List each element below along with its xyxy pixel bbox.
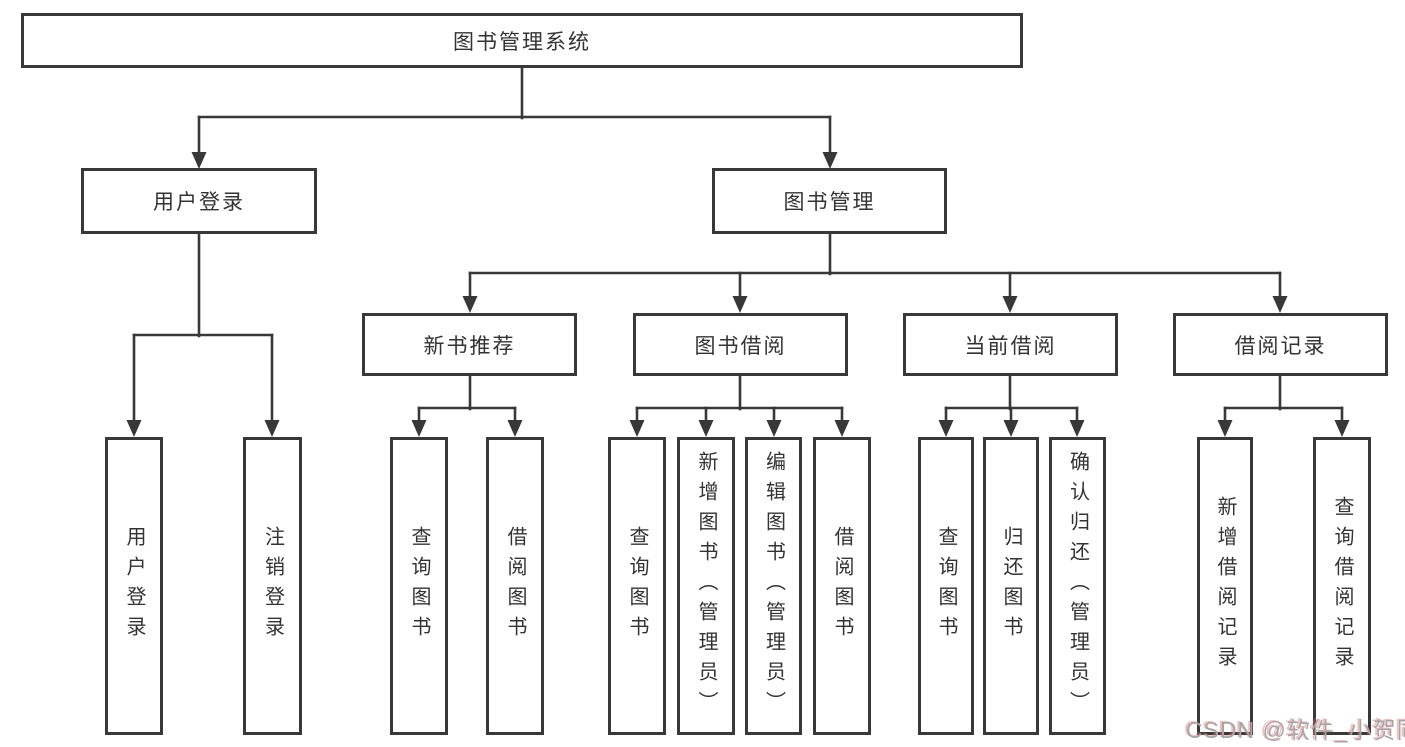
leaf-query-books: 查询图书 — [608, 437, 666, 735]
node-book-management: 图书管理 — [712, 168, 947, 234]
leaf-logout: 注销登录 — [243, 437, 302, 735]
leaf-return-book: 归还图书 — [983, 437, 1039, 735]
leaf-confirm-return-admin: 确认归还（管理员） — [1049, 437, 1106, 735]
leaf-query-books: 查询图书 — [390, 437, 448, 735]
node-user-login: 用户登录 — [81, 168, 317, 234]
csdn-watermark: CSDN @软件_小贺同学 — [1186, 717, 1405, 743]
leaf-edit-book-admin: 编辑图书（管理员） — [745, 437, 802, 735]
leaf-borrow-books: 借阅图书 — [813, 437, 871, 735]
leaf-add-borrow-record: 新增借阅记录 — [1197, 437, 1253, 735]
leaf-user-login: 用户登录 — [105, 437, 163, 735]
leaf-query-books: 查询图书 — [918, 437, 974, 735]
leaf-query-borrow-record: 查询借阅记录 — [1313, 437, 1371, 735]
leaf-add-book-admin: 新增图书（管理员） — [677, 437, 735, 735]
node-new-book-recommend: 新书推荐 — [362, 313, 577, 376]
leaf-borrow-books: 借阅图书 — [486, 437, 544, 735]
node-book-borrow: 图书借阅 — [633, 313, 848, 376]
node-borrow-records: 借阅记录 — [1173, 313, 1388, 376]
node-library-management-system: 图书管理系统 — [21, 13, 1023, 68]
node-current-borrow: 当前借阅 — [903, 313, 1118, 376]
